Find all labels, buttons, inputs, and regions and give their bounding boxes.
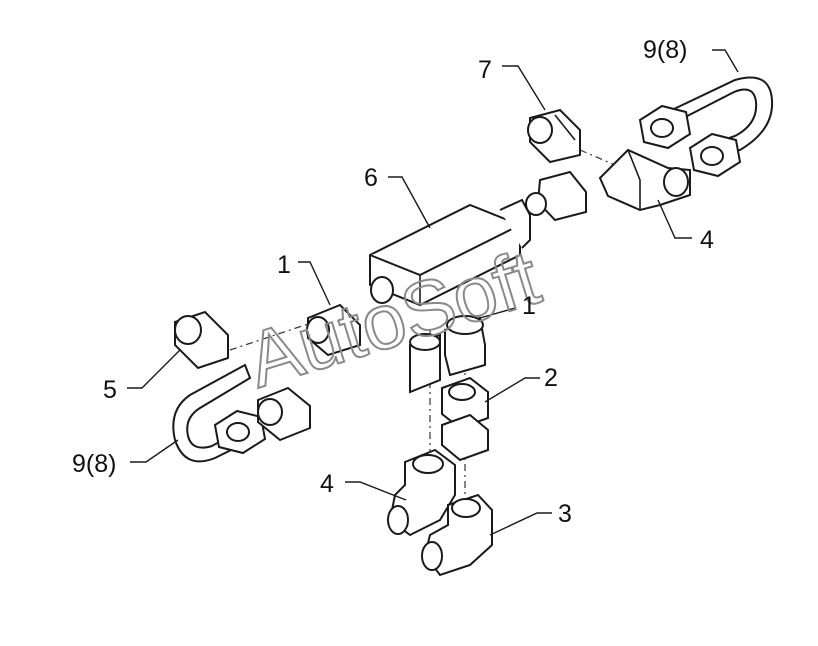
callout-1-right: 1	[522, 292, 536, 320]
block-6	[369, 198, 531, 307]
callout-2: 2	[544, 364, 558, 392]
elbow-4-bottom	[387, 448, 456, 537]
callout-4-bottom: 4	[320, 470, 334, 498]
callout-labels: 9(8) 7 6 4 1 1 5 2 9(8) 4 3	[72, 36, 714, 528]
elbow-3	[421, 493, 493, 577]
callout-1-left: 1	[277, 251, 291, 279]
u-tube-bottom	[172, 363, 311, 463]
adapter-mid	[525, 170, 587, 222]
callout-3: 3	[558, 500, 572, 528]
callout-9-8-bottom: 9(8)	[72, 450, 116, 478]
adapter-1-left	[306, 303, 361, 357]
adapter-5	[174, 310, 229, 370]
adapter-7	[527, 108, 581, 164]
u-tube-top	[638, 76, 774, 178]
callout-7: 7	[478, 56, 492, 84]
callout-5: 5	[103, 376, 117, 404]
nut-2	[441, 376, 489, 462]
callout-6: 6	[364, 164, 378, 192]
callout-9-8-top: 9(8)	[643, 36, 687, 64]
callout-4-top: 4	[700, 226, 714, 254]
leader-lines	[127, 49, 739, 536]
adapter-1-right	[409, 315, 486, 394]
elbow-4-top	[598, 148, 691, 212]
